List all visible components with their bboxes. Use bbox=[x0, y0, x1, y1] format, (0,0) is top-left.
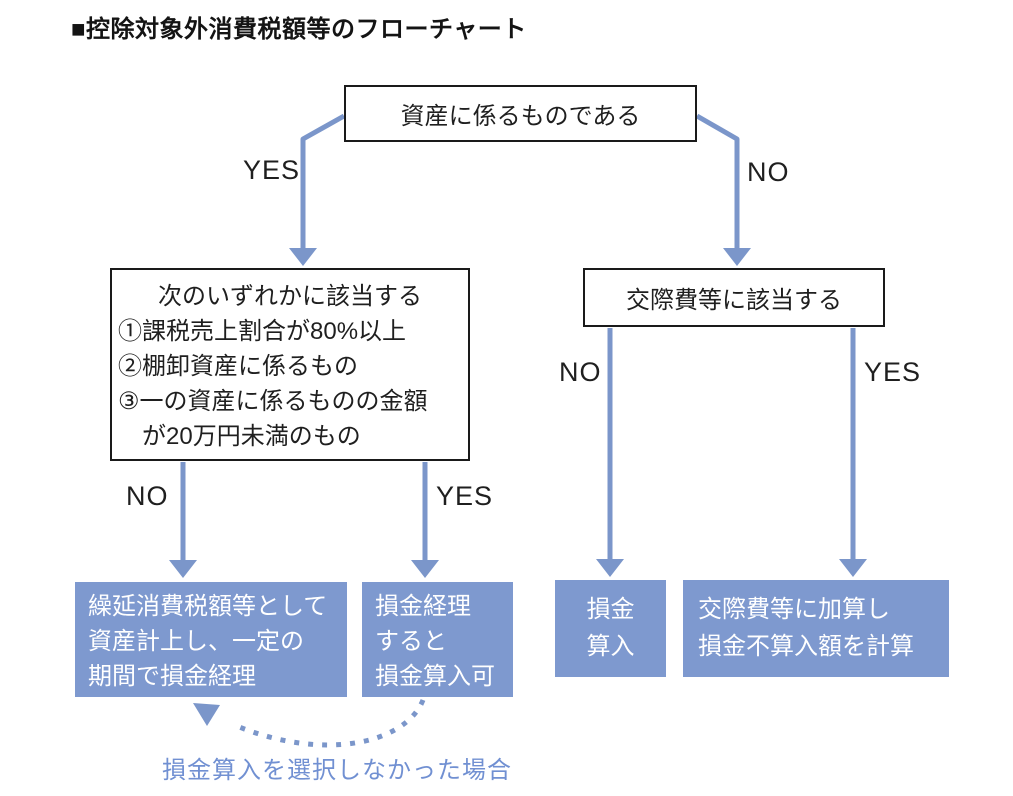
arrow-root-yes-head bbox=[289, 248, 317, 266]
label-root-yes: YES bbox=[243, 155, 301, 185]
arrow-no-deduction-dotted-line bbox=[231, 698, 426, 748]
label-cond-yes: YES bbox=[436, 481, 494, 511]
node-result-inclusion: 損金 算入 bbox=[555, 580, 666, 677]
node-result-deferred: 繰延消費税額等として 資産計上し、一定の 期間で損金経理 bbox=[75, 582, 347, 697]
arrow-no-deduction-dotted-head bbox=[193, 703, 220, 726]
dotted-arrow-caption: 損金算入を選択しなかった場合 bbox=[162, 757, 512, 784]
node-left-condition-items: ①課税売上割合が80%以上 ②棚卸資産に係るもの ③一の資産に係るものの金額 が… bbox=[118, 318, 428, 450]
node-right-condition-text: 交際費等に該当する bbox=[626, 287, 842, 314]
node-left-condition: 次のいずれかに該当する ①課税売上割合が80%以上 ②棚卸資産に係るもの ③一の… bbox=[110, 268, 470, 461]
node-left-condition-heading: 次のいずれかに該当する bbox=[158, 283, 422, 310]
arrow-root-yes-line bbox=[300, 113, 346, 249]
node-result-deductible: 損金経理 すると 損金算入可 bbox=[362, 582, 513, 697]
label-ent-no: NO bbox=[559, 357, 602, 387]
node-root-question-text: 資産に係るものである bbox=[400, 103, 641, 130]
arrow-cond-no-head bbox=[169, 560, 197, 578]
node-result-entertainment: 交際費等に加算し 損金不算入額を計算 bbox=[683, 580, 949, 677]
page-title: ■控除対象外消費税額等のフローチャート bbox=[71, 16, 527, 43]
arrow-ent-yes-head bbox=[839, 559, 867, 577]
arrow-cond-yes-head bbox=[411, 560, 439, 578]
arrow-root-no-head bbox=[723, 248, 751, 266]
arrow-root-no-line bbox=[695, 113, 740, 249]
node-root-question: 資産に係るものである bbox=[344, 85, 697, 142]
label-root-no: NO bbox=[747, 157, 790, 187]
arrow-ent-no-head bbox=[596, 559, 624, 577]
label-ent-yes: YES bbox=[864, 357, 922, 387]
node-right-condition: 交際費等に該当する bbox=[583, 268, 885, 327]
label-cond-no: NO bbox=[126, 481, 169, 511]
